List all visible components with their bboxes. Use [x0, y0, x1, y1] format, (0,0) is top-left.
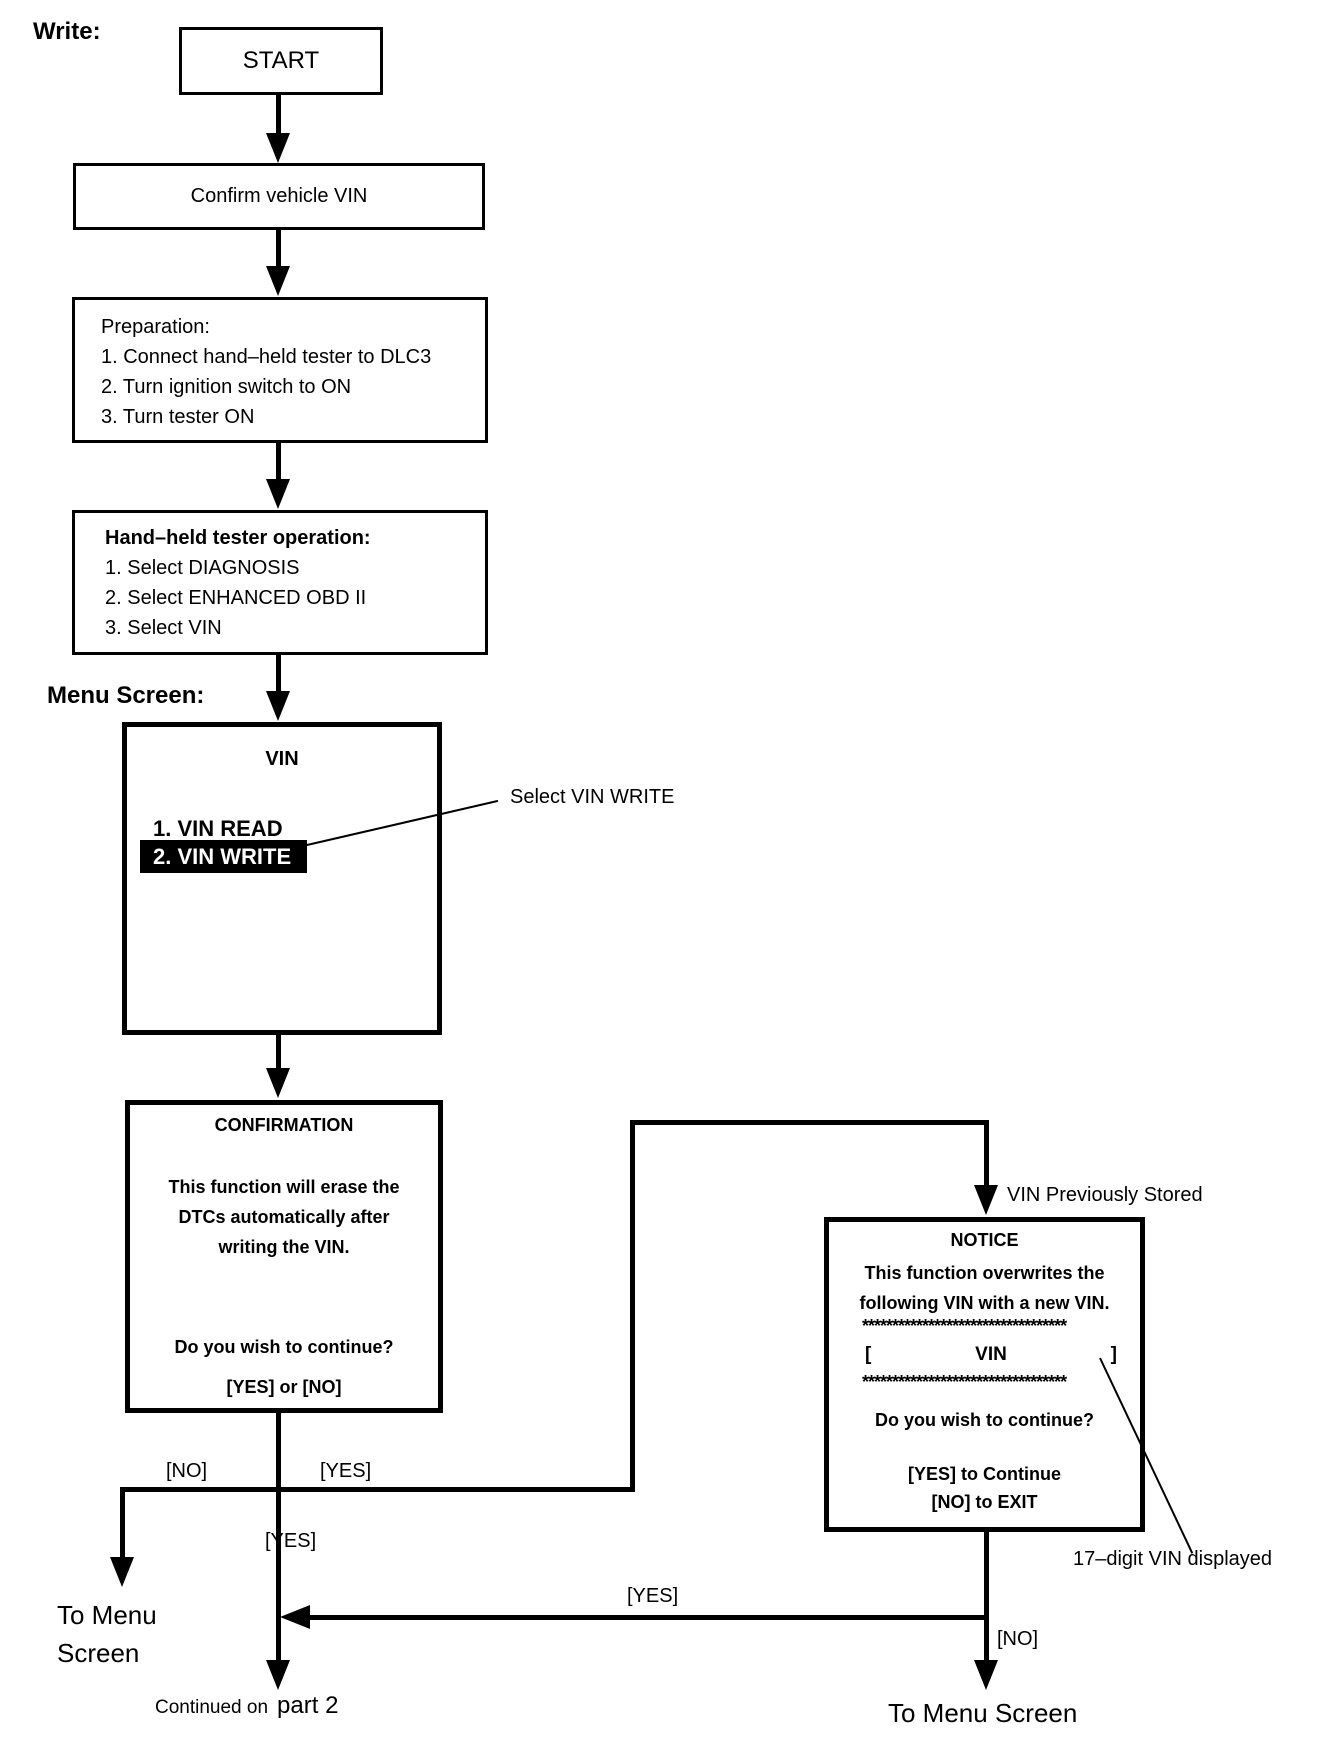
- notice-no-line: [NO] to EXIT: [931, 1492, 1038, 1512]
- flow-line-confirmation-part2: [276, 1413, 281, 1663]
- start-box-label: START: [242, 47, 320, 74]
- branch-label-yes-down: [YES]: [265, 1530, 317, 1552]
- branch-line-yes-up: [630, 1120, 635, 1492]
- notice-asterisk-row: **********************************: [862, 1316, 1067, 1336]
- tester-operation-step: 3. Select VIN: [105, 617, 222, 639]
- notice-title: NOTICE: [950, 1230, 1019, 1250]
- continued-on-label: Continued on: [155, 1697, 269, 1718]
- arrowhead-into-confirm: [266, 133, 290, 163]
- notice-yes-line: [YES] to Continue: [908, 1464, 1061, 1484]
- tester-operation-step: 1. Select DIAGNOSIS: [105, 557, 300, 579]
- vin-menu-title: VIN: [265, 748, 299, 770]
- notice-vin-label: VIN: [975, 1344, 1007, 1365]
- notice-vin-row: [ VIN ]: [865, 1344, 1117, 1366]
- tester-operation-step: 2. Select ENHANCED OBD II: [105, 587, 367, 609]
- vin-menu-box: VIN 1. VIN READ 2. VIN WRITE: [122, 722, 442, 1035]
- notice-box: NOTICE This function overwrites the foll…: [824, 1217, 1145, 1532]
- confirm-vin-label: Confirm vehicle VIN: [190, 185, 368, 207]
- vin-menu-item-read: 1. VIN READ: [153, 816, 283, 841]
- notice-vin-close-bracket: ]: [1110, 1344, 1117, 1365]
- flow-line-start-confirm: [276, 95, 281, 137]
- preparation-step: 3. Turn tester ON: [101, 406, 255, 428]
- confirm-vin-box: Confirm vehicle VIN: [73, 163, 485, 230]
- terminal-to-menu-left-line2: Screen: [57, 1638, 140, 1668]
- arrowhead-into-preparation: [266, 266, 290, 296]
- seventeen-digit-annotation: 17–digit VIN displayed: [1073, 1548, 1273, 1570]
- write-section-label: Write:: [33, 18, 101, 45]
- tester-operation-box: Hand–held tester operation: 1. Select DI…: [72, 510, 488, 655]
- branch-label-yes-return: [YES]: [627, 1585, 679, 1607]
- preparation-step: 1. Connect hand–held tester to DLC3: [101, 346, 432, 368]
- arrowhead-into-confirmation: [266, 1068, 290, 1098]
- continued-part2-label: part 2: [277, 1692, 339, 1719]
- flow-line-vinmenu-confirmation: [276, 1035, 281, 1073]
- confirmation-body-line: DTCs automatically after: [178, 1207, 390, 1227]
- notice-body-line: This function overwrites the: [864, 1263, 1105, 1283]
- notice-question: Do you wish to continue?: [875, 1410, 1094, 1430]
- confirmation-body-line: This function will erase the: [168, 1177, 400, 1197]
- branch-line-top-elbow: [630, 1120, 989, 1125]
- arrowhead-continued-part2: [266, 1660, 290, 1690]
- select-vin-write-annotation: Select VIN WRITE: [510, 786, 675, 808]
- arrowhead-into-vin-menu: [266, 691, 290, 721]
- branch-line-notice-no-down: [984, 1532, 989, 1663]
- vin-menu-item-write-highlighted: 2. VIN WRITE: [140, 840, 307, 873]
- branch-label-yes-right: [YES]: [320, 1460, 372, 1482]
- flow-line-preparation-tester: [276, 443, 281, 483]
- terminal-to-menu-left: To Menu Screen: [57, 1596, 157, 1672]
- notice-vin-open-bracket: [: [865, 1344, 872, 1365]
- branch-line-confirmation-horizontal: [120, 1487, 635, 1492]
- terminal-to-menu-right: To Menu Screen: [888, 1698, 1078, 1728]
- preparation-box: Preparation: 1. Connect hand–held tester…: [72, 297, 488, 443]
- branch-label-no-notice: [NO]: [997, 1628, 1039, 1650]
- confirmation-box: CONFIRMATION This function will erase th…: [125, 1100, 443, 1413]
- notice-body-line: following VIN with a new VIN.: [859, 1293, 1110, 1313]
- confirmation-body-line: writing the VIN.: [218, 1237, 350, 1257]
- terminal-to-menu-left-line1: To Menu: [57, 1600, 157, 1630]
- confirmation-title: CONFIRMATION: [214, 1115, 354, 1135]
- flow-line-confirm-preparation: [276, 230, 281, 270]
- notice-asterisk-row: **********************************: [862, 1372, 1067, 1392]
- tester-operation-title: Hand–held tester operation:: [105, 527, 371, 549]
- vin-menu-item-write-label: 2. VIN WRITE: [153, 843, 292, 869]
- branch-line-notice-yes-return: [305, 1615, 987, 1620]
- arrowhead-into-notice: [974, 1185, 998, 1215]
- terminal-continued: Continued on part 2: [155, 1692, 338, 1720]
- menu-screen-section-label: Menu Screen:: [47, 682, 205, 709]
- flow-line-tester-vinmenu: [276, 655, 281, 695]
- branch-line-no-down: [120, 1487, 125, 1559]
- arrowhead-to-menu-right: [974, 1660, 998, 1690]
- start-box: START: [179, 27, 383, 95]
- arrowhead-into-tester-operation: [266, 479, 290, 509]
- confirmation-question: Do you wish to continue?: [174, 1337, 394, 1357]
- vin-previously-stored-annotation: VIN Previously Stored: [1007, 1184, 1203, 1206]
- arrowhead-to-menu-left: [110, 1557, 134, 1587]
- branch-label-no: [NO]: [166, 1460, 208, 1482]
- preparation-step: 2. Turn ignition switch to ON: [101, 376, 352, 398]
- confirmation-options: [YES] or [NO]: [226, 1377, 342, 1397]
- preparation-title: Preparation:: [101, 316, 210, 338]
- arrowhead-notice-yes-return: [280, 1605, 310, 1629]
- flow-line-into-notice: [984, 1122, 989, 1185]
